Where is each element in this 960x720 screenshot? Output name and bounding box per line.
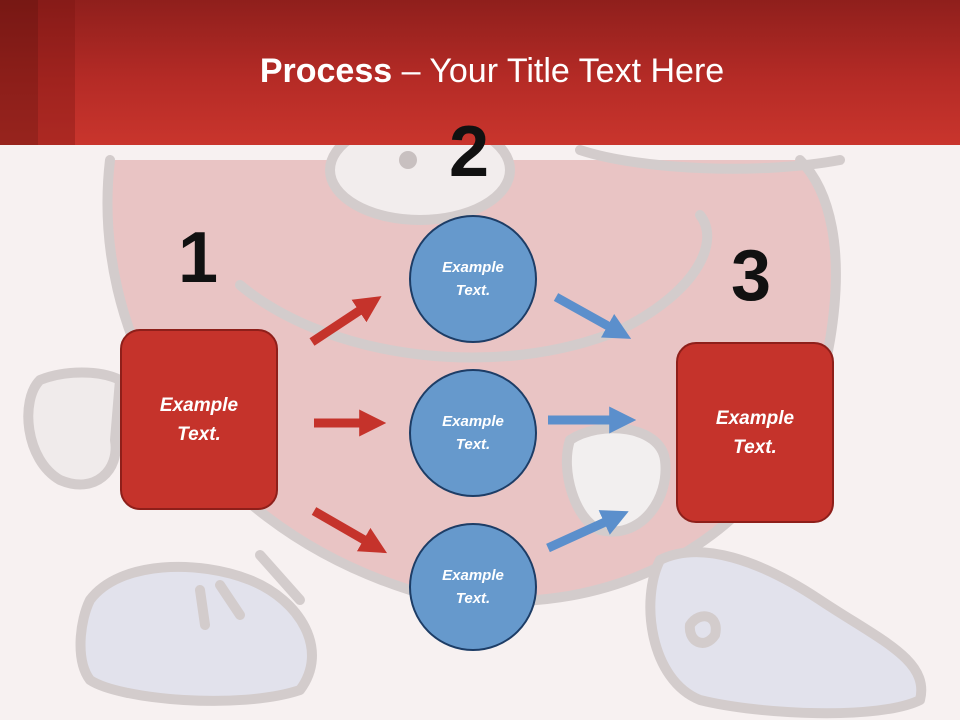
right-box-line2: Text. <box>733 436 777 458</box>
circle-2-line2: Text. <box>455 436 491 453</box>
title-bold: Process <box>259 52 393 90</box>
left-box-line2: Text. <box>177 423 221 445</box>
title-banner: Process – Your Title Text Here <box>0 0 960 145</box>
circle-2-line1: Example <box>442 413 504 430</box>
circle-1: Example Text. <box>409 215 537 343</box>
circle-3: Example Text. <box>409 523 537 651</box>
circle-3-line2: Text. <box>455 590 491 607</box>
circle-1-line1: Example <box>442 259 504 276</box>
banner-stripe <box>38 0 75 145</box>
circle-3-line1: Example <box>442 567 504 584</box>
right-text-box: Example Text. <box>676 342 834 523</box>
circle-2: Example Text. <box>409 369 537 497</box>
left-text-box: Example Text. <box>120 329 278 510</box>
circle-1-line2: Text. <box>455 282 491 299</box>
slide-title: Process – Your Title Text Here <box>0 52 960 91</box>
step-number-2: 2 <box>449 112 490 192</box>
step-number-1: 1 <box>178 218 219 298</box>
banner-stripe <box>0 0 38 145</box>
right-box-line1: Example <box>715 407 795 429</box>
left-box-line1: Example <box>159 394 239 416</box>
step-number-3: 3 <box>731 236 772 316</box>
title-rest: – Your Title Text Here <box>392 52 725 90</box>
